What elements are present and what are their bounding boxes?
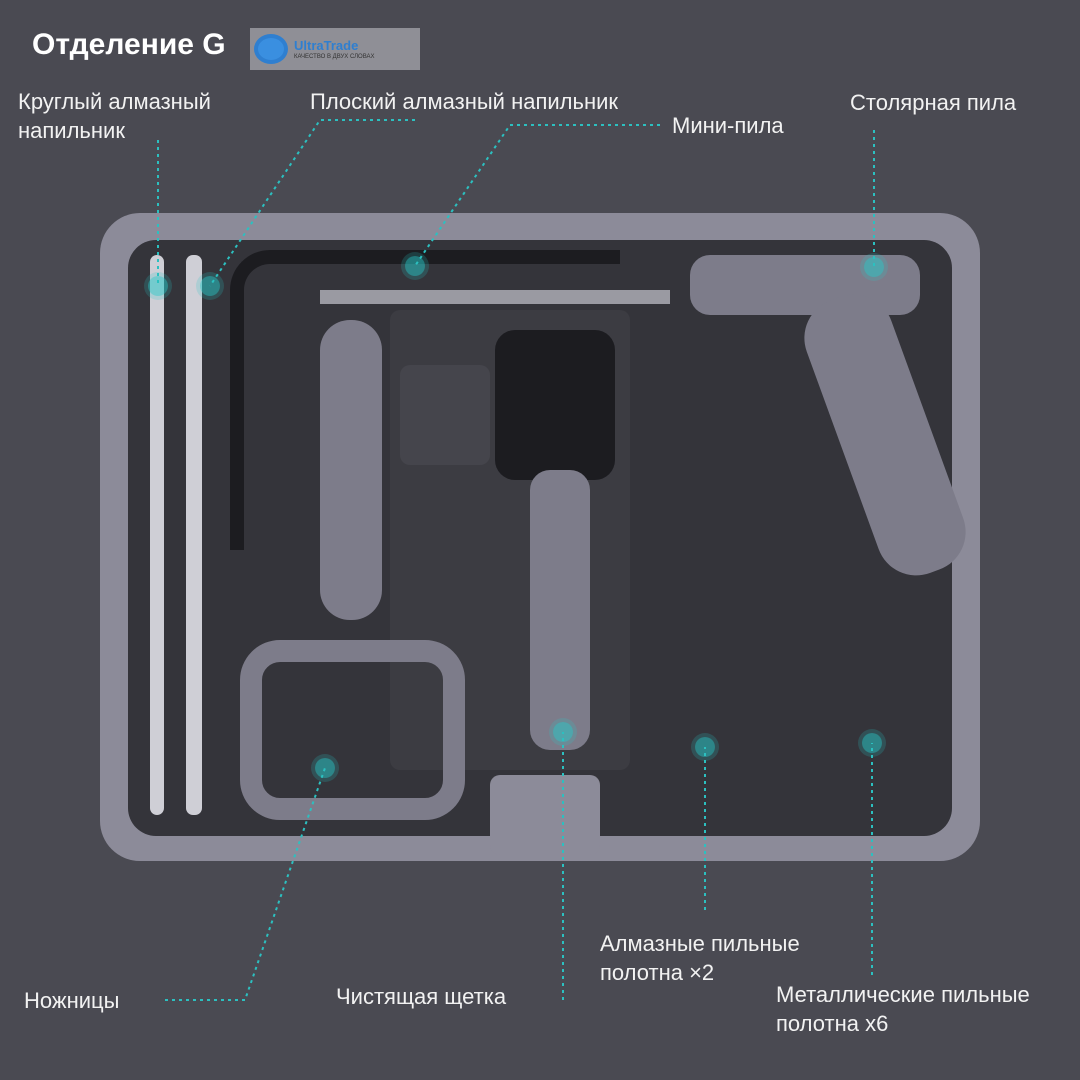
watermark-text: UltraTrade КАЧЕСТВО В ДВУХ СЛОВАХ bbox=[294, 38, 375, 61]
scissors-handles bbox=[240, 640, 465, 820]
marker-scissors bbox=[315, 758, 335, 778]
marker-mini-saw bbox=[405, 256, 425, 276]
label-brush: Чистящая щетка bbox=[336, 984, 507, 1009]
marker-joinery-saw bbox=[864, 257, 884, 277]
brush-bristles bbox=[495, 330, 615, 480]
scissors-blade bbox=[320, 320, 382, 620]
label-mini-saw: Мини-пила bbox=[672, 113, 784, 138]
label-flat-file: Плоский алмазный напильник bbox=[310, 89, 619, 114]
blade-holder bbox=[400, 365, 490, 465]
label-metal-blades: Металлические пильные полотна x6 bbox=[776, 982, 1030, 1036]
round-file bbox=[150, 255, 164, 815]
case-latch bbox=[490, 775, 600, 855]
watermark-tagline: КАЧЕСТВО В ДВУХ СЛОВАХ bbox=[294, 53, 375, 60]
label-scissors: Ножницы bbox=[24, 988, 120, 1013]
mini-saw-frame bbox=[230, 250, 620, 550]
flat-file bbox=[186, 255, 202, 815]
mini-saw-blade bbox=[320, 290, 670, 304]
label-joinery-saw: Столярная пила bbox=[850, 90, 1017, 115]
page-title: Отделение G bbox=[32, 28, 226, 61]
globe-icon bbox=[254, 34, 288, 64]
label-diamond-blades: Алмазные пильные полотна ×2 bbox=[600, 931, 800, 985]
watermark-logo: UltraTrade КАЧЕСТВО В ДВУХ СЛОВАХ bbox=[250, 28, 420, 70]
watermark-name: UltraTrade bbox=[294, 37, 359, 53]
label-round-file: Круглый алмазный напильник bbox=[18, 89, 211, 143]
marker-round-file bbox=[148, 276, 168, 296]
